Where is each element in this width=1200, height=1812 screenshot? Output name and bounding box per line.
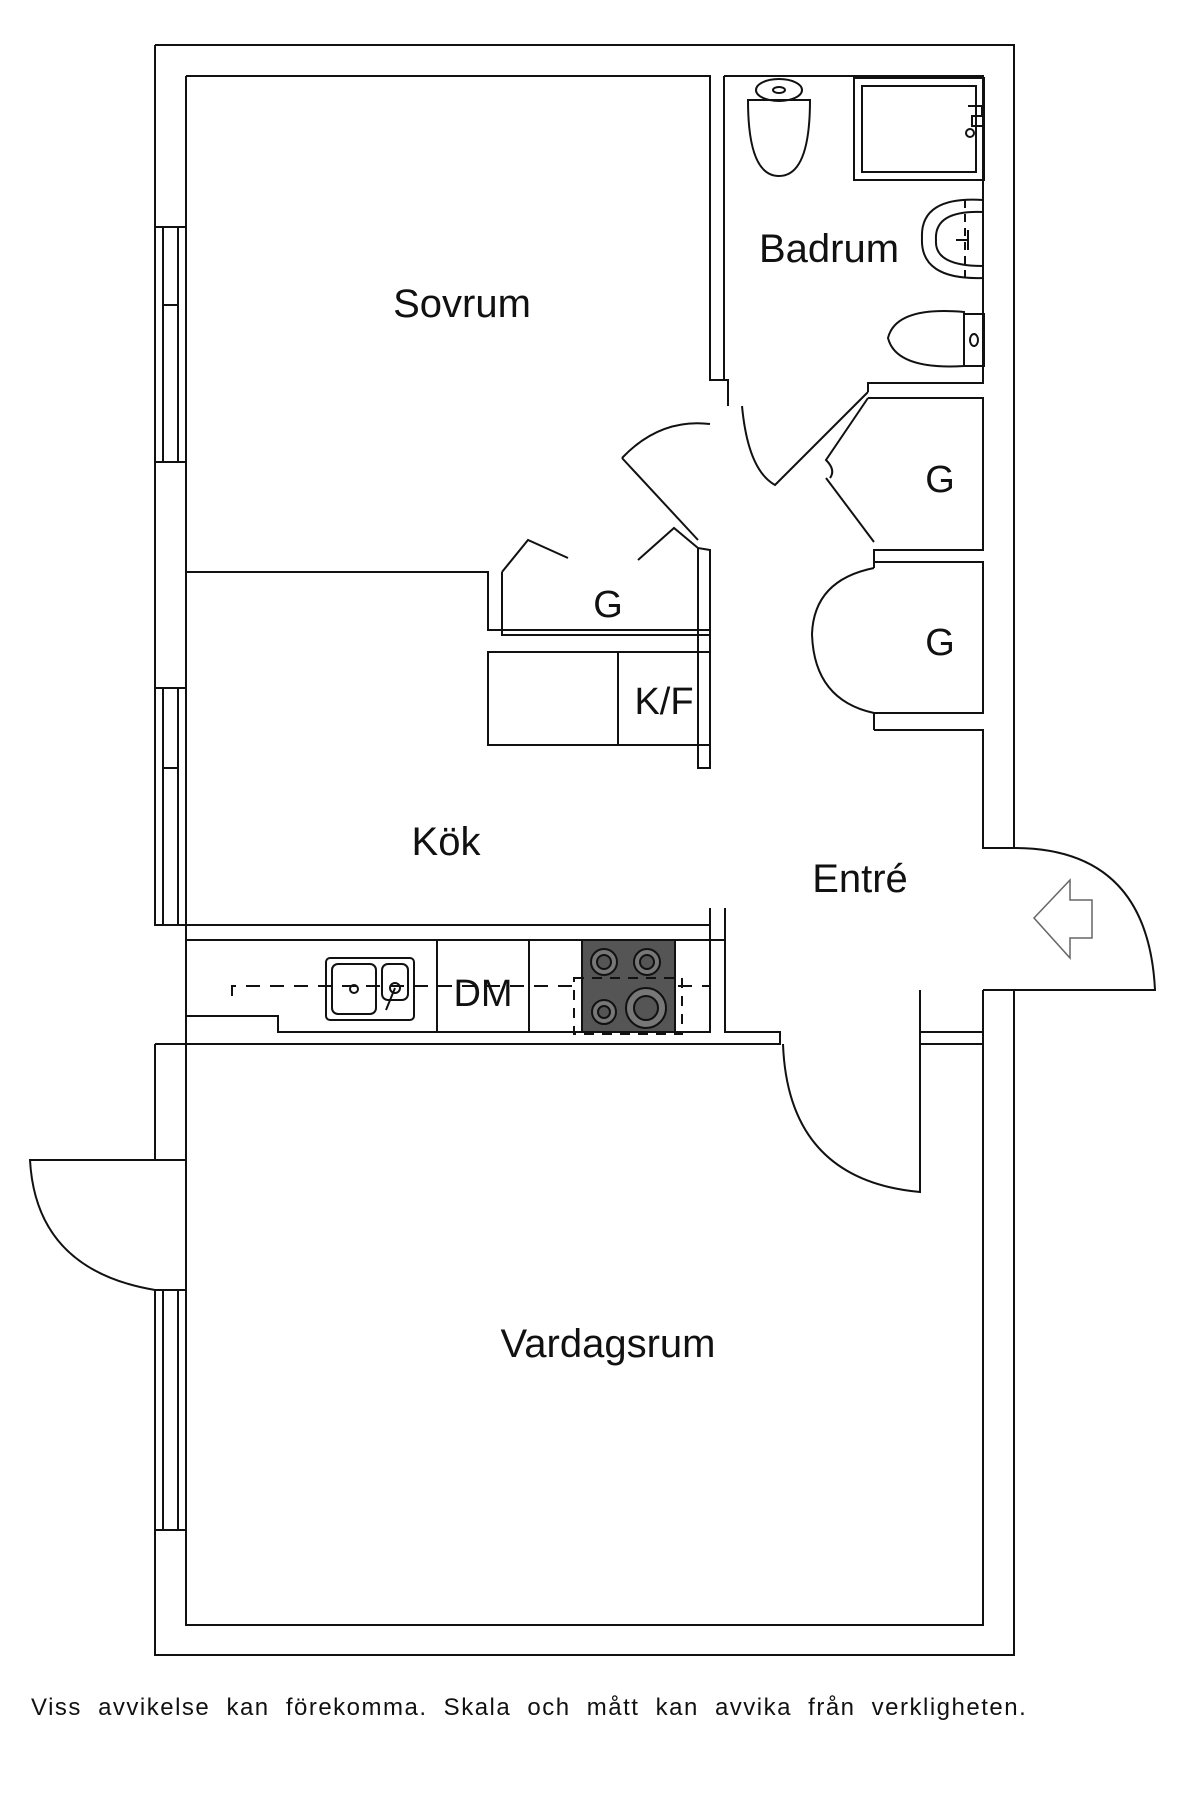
door-swing-icon — [28, 1159, 156, 1291]
kitchen-counter — [185, 939, 711, 1033]
entrance-arrow-icon — [1032, 878, 1093, 960]
dishwasher-label: DM — [453, 973, 512, 1015]
closet-label: G — [925, 622, 955, 664]
sink-icon — [325, 957, 415, 1021]
fridge-freezer-label: K/F — [634, 681, 693, 723]
closet-label: G — [925, 459, 955, 501]
closet-label: G — [593, 584, 623, 626]
door-swing-icon — [741, 391, 869, 487]
room-label-living-room: Vardagsrum — [501, 1322, 716, 1366]
door-swing-icon — [1013, 847, 1157, 991]
door-swing-icon — [621, 422, 711, 541]
bedroom-closet — [501, 526, 711, 636]
window-icon — [154, 226, 187, 463]
washing-machine-icon — [886, 310, 985, 368]
room-label-bathroom: Badrum — [759, 227, 899, 271]
washbasin-icon — [920, 198, 984, 280]
window-icon — [154, 1289, 187, 1531]
fridge-freezer — [487, 651, 711, 746]
room-label-kitchen: Kök — [412, 820, 482, 864]
disclaimer: Viss avvikelse kan förekomma. Skala och … — [31, 1694, 1028, 1721]
room-label-bedroom: Sovrum — [393, 282, 531, 326]
stove-icon — [573, 939, 683, 1035]
door-swing-icon — [824, 397, 875, 543]
shower-icon — [853, 77, 985, 181]
door-swing-icon — [782, 1043, 921, 1194]
window-icon — [154, 687, 187, 926]
outer-walls — [154, 44, 1015, 1656]
room-label-entrance: Entré — [812, 857, 908, 901]
toilet-icon — [746, 78, 812, 178]
door-swing-icon — [811, 567, 875, 714]
